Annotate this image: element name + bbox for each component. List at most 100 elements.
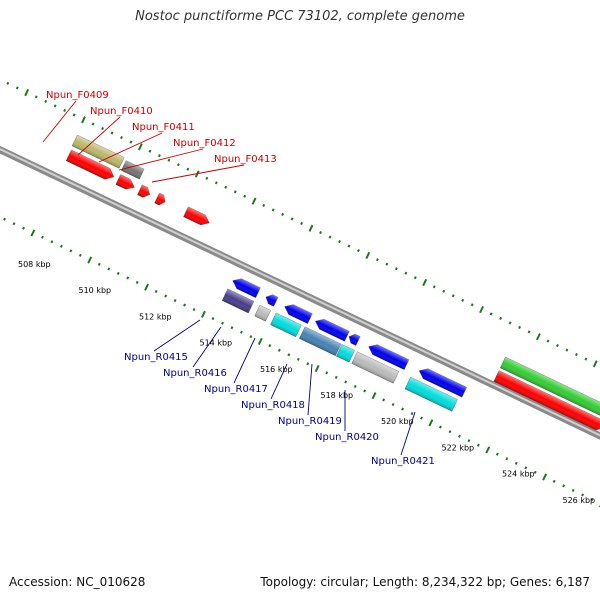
forward-gene-label[interactable]: Npun_F0412 — [173, 138, 236, 149]
tick-mark — [148, 149, 152, 153]
npun-r0415-gene[interactable] — [230, 276, 261, 298]
tick-mark — [126, 276, 130, 280]
reverse-gene-label[interactable]: Npun_R0420 — [315, 432, 379, 443]
forward-gene-label[interactable]: Npun_F0411 — [132, 122, 195, 133]
tick-label: 512 kbp — [139, 312, 172, 321]
tick-mark — [3, 217, 6, 221]
tick-mark — [391, 402, 395, 407]
forward-gene-label[interactable]: Npun_F0413 — [214, 154, 277, 165]
tick-mark — [584, 357, 588, 361]
npun-r0417-gene[interactable] — [282, 302, 313, 324]
tick-mark — [542, 473, 548, 481]
tick-mark — [176, 163, 180, 167]
npun-f0410-arrow[interactable] — [115, 174, 137, 193]
tick-mark — [257, 337, 263, 346]
tick-label: 522 kbp — [442, 443, 475, 452]
tick-mark — [144, 283, 149, 291]
tick-mark — [224, 185, 228, 189]
reverse-gene-label[interactable]: Npun_R0415 — [124, 352, 188, 363]
npun-r0420-feature[interactable] — [351, 351, 400, 384]
tick-mark — [556, 343, 559, 348]
forward-leader-line — [77, 116, 121, 156]
tick-label: 526 kbp — [563, 496, 596, 505]
tick-mark — [63, 108, 67, 113]
npun-r0421-gene[interactable] — [417, 366, 467, 398]
tick-mark — [205, 176, 209, 180]
tick-mark — [365, 251, 371, 259]
gene-features — [65, 134, 600, 433]
tick-mark — [314, 364, 320, 373]
npun-f0411-gene[interactable] — [137, 184, 152, 200]
reverse-gene-label[interactable]: Npun_R0419 — [278, 416, 342, 427]
tick-mark — [571, 488, 575, 492]
tick-mark — [357, 249, 360, 253]
red-feature[interactable] — [493, 370, 600, 433]
tick-mark — [214, 181, 218, 185]
tick-mark — [24, 89, 30, 97]
tick-mark — [371, 392, 377, 400]
npun-r0416-gene[interactable] — [264, 293, 279, 307]
tick-mark — [562, 484, 566, 488]
npun-r0419-feature[interactable] — [336, 344, 355, 363]
reverse-gene-label[interactable]: Npun_R0418 — [241, 400, 305, 411]
tick-mark — [420, 416, 423, 420]
tick-mark — [59, 244, 63, 248]
tick-mark — [110, 131, 114, 135]
tick-label: 516 kbp — [260, 365, 293, 374]
tick-mark — [268, 344, 272, 348]
npun-r0419-gene[interactable] — [347, 332, 361, 346]
reverse-gene-label[interactable]: Npun_R0421 — [371, 456, 435, 467]
forward-leader-line — [151, 164, 245, 183]
npun-r0418-feature[interactable] — [299, 326, 342, 356]
tick-mark — [410, 411, 414, 416]
tick-label: 520 kbp — [381, 417, 414, 426]
tick-mark — [499, 316, 503, 320]
reverse-gene-label[interactable]: Npun_R0416 — [163, 368, 227, 379]
tick-mark — [81, 116, 86, 124]
npun-f0412-gene[interactable] — [154, 192, 168, 207]
tick-mark — [173, 298, 177, 303]
tick-mark — [262, 203, 266, 207]
tick-mark — [157, 154, 161, 158]
tick-mark — [167, 158, 171, 162]
tick-mark — [107, 267, 111, 271]
forward-gene-label[interactable]: Npun_F0410 — [90, 106, 153, 117]
npun-r0421-feature[interactable] — [404, 376, 458, 412]
tick-mark — [508, 321, 512, 325]
tick-mark — [34, 95, 38, 99]
green-feature[interactable] — [500, 356, 600, 420]
npun-f0409-gene[interactable] — [65, 149, 116, 182]
tick-mark — [479, 306, 484, 314]
npun-r0418-gene[interactable] — [313, 316, 350, 342]
tick-mark — [296, 357, 300, 361]
forward-gene-label[interactable]: Npun_F0409 — [46, 90, 109, 101]
tick-label: 518 kbp — [321, 391, 354, 400]
npun-r0416-feature[interactable] — [254, 305, 271, 322]
tick-mark — [505, 457, 509, 461]
tick-mark — [325, 371, 329, 375]
tick-mark — [53, 104, 57, 108]
forward-leader-line — [118, 148, 204, 171]
tick-mark — [72, 113, 76, 117]
npun-f0413-gene[interactable] — [183, 206, 211, 228]
lower-tick-track — [3, 217, 600, 508]
tick-mark — [344, 380, 348, 384]
npun-f0409-khaki[interactable] — [71, 134, 125, 169]
tick-mark — [233, 190, 237, 194]
reverse-gene-label[interactable]: Npun_R0417 — [204, 384, 268, 395]
tick-mark — [6, 81, 10, 85]
backbone — [0, 97, 600, 492]
tick-mark — [439, 425, 442, 429]
npun-f0410-gene[interactable] — [121, 160, 145, 180]
tick-mark — [581, 493, 585, 497]
npun-r0417-feature[interactable] — [270, 312, 302, 337]
tick-mark — [592, 360, 598, 368]
tick-mark — [211, 317, 215, 321]
tick-mark — [69, 249, 73, 253]
npun-r0420-gene[interactable] — [366, 342, 410, 370]
tick-mark — [518, 325, 522, 330]
tick-mark — [192, 308, 196, 312]
npun-r0415-feature[interactable] — [221, 288, 255, 314]
